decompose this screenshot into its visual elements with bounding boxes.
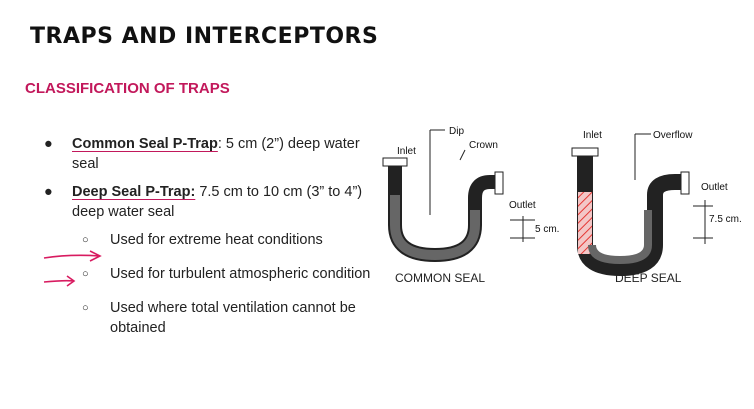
list-item: ● Common Seal P-Trap: 5 cm (2”) deep wat… — [44, 134, 374, 174]
deep-overflow-label: Overflow — [653, 130, 693, 141]
common-inlet-label: Inlet — [397, 146, 416, 157]
common-seal-caption: COMMON SEAL — [395, 271, 485, 285]
list-item: ○ Used where total ventilation cannot be… — [44, 298, 374, 338]
bullet-dot-icon: ● — [44, 184, 53, 200]
deep-seal-depth-label: 7.5 cm. — [709, 214, 742, 225]
deep-seal-caption: DEEP SEAL — [615, 271, 682, 285]
annotation-arrow-icon — [43, 250, 102, 287]
deep-seal-trap — [571, 133, 713, 277]
bullet-term: Deep Seal P-Trap: — [72, 184, 196, 200]
common-seal-depth-label: 5 cm. — [535, 224, 559, 235]
deep-inlet-label: Inlet — [583, 130, 602, 141]
list-item: ● Deep Seal P-Trap: 7.5 cm to 10 cm (3” … — [44, 182, 374, 222]
sub-bullet-text: Used for extreme heat conditions — [110, 232, 323, 248]
bullet-text: 7.5 cm to 10 cm (3” to 4”) deep water se… — [72, 184, 363, 220]
list-item: ○ Used for extreme heat conditions — [44, 230, 374, 250]
trap-diagram-svg: Inlet Dip Crown Outlet 5 cm. COMMON SEAL… — [382, 126, 742, 285]
common-crown-label: Crown — [469, 140, 498, 151]
trap-list: ● Common Seal P-Trap: 5 cm (2”) deep wat… — [44, 134, 374, 352]
circle-bullet-icon: ○ — [82, 302, 89, 314]
sub-bullet-text: Used where total ventilation cannot be o… — [110, 300, 356, 336]
common-seal-trap — [382, 129, 535, 263]
common-dip-label: Dip — [449, 126, 464, 137]
deep-outlet-label: Outlet — [701, 182, 728, 193]
common-outlet-label: Outlet — [509, 200, 536, 211]
bullet-term: Common Seal P-Trap — [72, 136, 218, 152]
bullet-dot-icon: ● — [44, 136, 53, 152]
bullet-text: : 5 cm (2”) deep water seal — [72, 136, 360, 172]
page-title: TRAPS AND INTERCEPTORS — [30, 24, 379, 49]
circle-bullet-icon: ○ — [82, 268, 89, 280]
sub-bullet-text: Used for turbulent atmospheric condition — [110, 266, 371, 282]
circle-bullet-icon: ○ — [82, 234, 89, 246]
section-subtitle: CLASSIFICATION OF TRAPS — [25, 80, 230, 97]
list-item: ○ Used for turbulent atmospheric conditi… — [44, 264, 374, 284]
trap-diagram: Inlet Dip Crown Outlet 5 cm. COMMON SEAL… — [375, 120, 745, 290]
